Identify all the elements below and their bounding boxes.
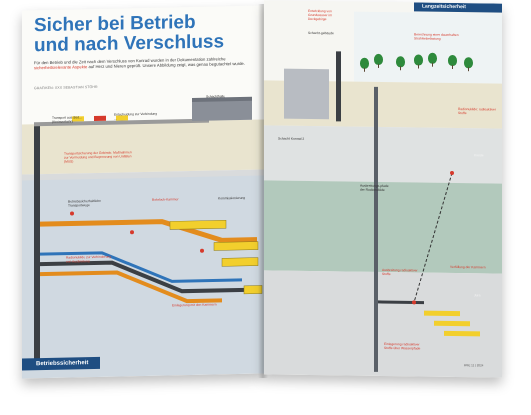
shaft-hall — [192, 99, 252, 121]
sky-area — [354, 11, 502, 84]
container-row-2 — [213, 241, 259, 251]
road — [34, 118, 209, 127]
marker-2 — [130, 230, 134, 235]
container-row-3 — [221, 257, 259, 267]
label-transportsicherung: Transportsicherung der Gebinde. Maßnahme… — [64, 150, 132, 164]
tree-trunk — [399, 66, 402, 71]
footer-tab-left: Betriebssicherheit — [22, 356, 100, 371]
rock-layer-upper — [264, 125, 502, 184]
drift-orange — [40, 219, 257, 243]
container-row-1 — [169, 220, 227, 230]
intro-highlight: sicherheitsrelevante Aspekte — [34, 64, 88, 71]
groundwater-layer — [264, 180, 502, 274]
shaft — [34, 126, 40, 367]
page-number: BGE 11 | 2024 — [464, 363, 484, 368]
container-right-3 — [444, 330, 480, 337]
tree-trunk — [377, 63, 380, 68]
label-radionuklide: Radionuklide zur Verhinderung von Ausbre… — [66, 254, 112, 264]
tunnel-right — [378, 300, 424, 305]
container-row-4 — [243, 285, 263, 295]
label-schicht-a: Kreide — [474, 153, 484, 158]
marker-3 — [200, 248, 204, 253]
graphic-credit: GRAFIKEN: XXX SEBASTIAN STÖHR — [34, 84, 98, 91]
ascent-path — [413, 172, 453, 303]
label-schacht: Schacht-gebäude — [308, 30, 334, 36]
truck-3 — [116, 115, 128, 121]
right-page: Langzeitsicherheit — [264, 0, 502, 378]
tree-trunk — [451, 64, 454, 69]
drift-orange-2 — [40, 270, 222, 304]
shaft-hall-roof — [192, 96, 252, 102]
marker-r2 — [412, 300, 416, 305]
label-geologie-b: Verfüllung der Kammern — [450, 264, 486, 270]
container-right-1 — [424, 310, 460, 317]
label-kommission: Kommissionierung — [218, 195, 246, 201]
label-entwicklung: Entwicklung von Grundwasser im Deckgebir… — [308, 8, 333, 22]
label-schacht-konrad: Schacht Konrad 2 — [278, 136, 305, 141]
label-bohrloch: Bohrloch-Kammer — [152, 197, 179, 202]
label-radionuklide-rechts: Radionuklide: radioaktiver Stoffe — [458, 107, 496, 116]
chimney — [336, 51, 341, 122]
drift-blue — [40, 251, 242, 283]
label-transport: Transport aus Süd... (Kreisverkehr) — [52, 115, 82, 124]
container-right-2 — [434, 320, 470, 327]
label-ausbreitung: Ausbreitung radioaktiver Stoffe — [382, 267, 418, 277]
label-barriere: Berechnung einer dauerhaften Strahlenbel… — [414, 32, 459, 41]
tree-trunk — [417, 64, 420, 69]
shaft-building — [284, 68, 329, 120]
truck-2 — [94, 115, 106, 122]
left-illustration — [22, 96, 264, 379]
page-title: Sicher bei Betrieb und nach Verschluss — [34, 12, 259, 57]
label-schicht-b: Jura — [474, 293, 481, 298]
label-halle: Schachthalle — [206, 94, 225, 99]
marker-r1 — [450, 170, 454, 175]
marker-1 — [70, 211, 74, 216]
label-geologie-a: Ausbreitungs-pfade der Radionuklide — [360, 183, 389, 193]
intro-text: Für den Betrieb und die Zeit nach dem Ve… — [34, 56, 256, 71]
shaft-right — [374, 86, 378, 372]
label-entscheidung: Entscheidung zur Verbindung ... — [114, 111, 158, 121]
tree-trunk — [467, 67, 470, 72]
label-einlagerung-rechts: Einlagerung radioaktiver Stoffe über Was… — [384, 342, 421, 351]
title-line-2: und nach Verschluss — [34, 31, 225, 57]
tree-trunk — [363, 67, 366, 72]
truck-1 — [72, 116, 84, 122]
surface-ground — [22, 119, 264, 175]
tree-trunk — [431, 62, 434, 67]
left-page: Sicher bei Betrieb und nach Verschluss F… — [22, 5, 264, 379]
label-betriebsabl: Betriebssicherheitliche Transportwege — [68, 198, 101, 208]
book-spine — [258, 4, 268, 378]
drift-dark — [40, 260, 252, 294]
rock-layer-lower — [264, 270, 502, 378]
